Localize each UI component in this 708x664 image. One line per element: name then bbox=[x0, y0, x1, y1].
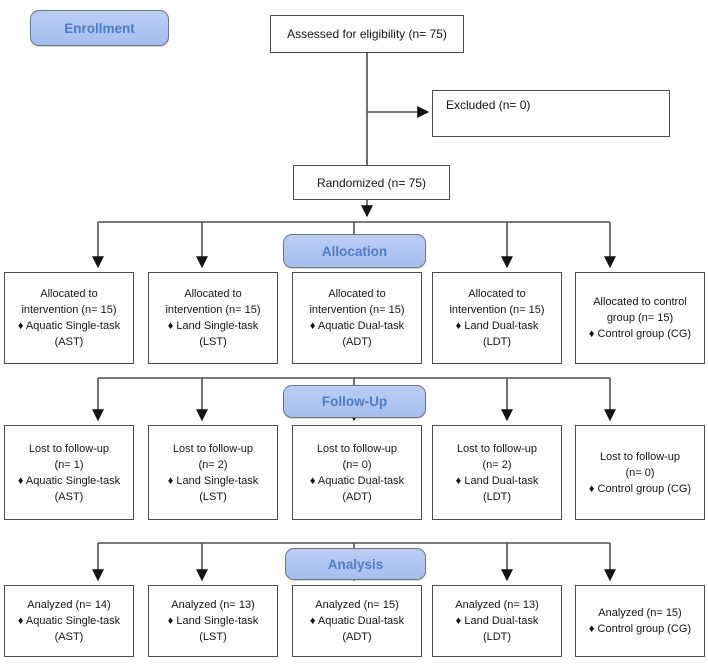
analysis-box-ldt: Analyzed (n= 13) ♦ Land Dual-task (LDT) bbox=[432, 585, 562, 657]
analysis-box-adt: Analyzed (n= 15) ♦ Aquatic Dual-task (AD… bbox=[292, 585, 422, 657]
stage-label-followup: Follow-Up bbox=[283, 385, 426, 418]
allocation-box-cg: Allocated to control group (n= 15) ♦ Con… bbox=[575, 272, 705, 364]
followup-box-adt: Lost to follow-up (n= 0) ♦ Aquatic Dual-… bbox=[292, 425, 422, 520]
excluded-box: Excluded (n= 0) bbox=[432, 90, 670, 137]
followup-box-ldt: Lost to follow-up (n= 2) ♦ Land Dual-tas… bbox=[432, 425, 562, 520]
followup-box-ast: Lost to follow-up (n= 1) ♦ Aquatic Singl… bbox=[4, 425, 134, 520]
allocation-box-ldt: Allocated to intervention (n= 15) ♦ Land… bbox=[432, 272, 562, 364]
analysis-box-cg: Analyzed (n= 15) ♦ Control group (CG) bbox=[575, 585, 705, 657]
allocation-box-lst: Allocated to intervention (n= 15) ♦ Land… bbox=[148, 272, 278, 364]
allocation-box-ast: Allocated to intervention (n= 15) ♦ Aqua… bbox=[4, 272, 134, 364]
analysis-box-ast: Analyzed (n= 14) ♦ Aquatic Single-task (… bbox=[4, 585, 134, 657]
assessed-eligibility-box: Assessed for eligibility (n= 75) bbox=[270, 15, 464, 53]
analysis-box-lst: Analyzed (n= 13) ♦ Land Single-task (LST… bbox=[148, 585, 278, 657]
stage-label-allocation: Allocation bbox=[283, 234, 426, 268]
followup-box-lst: Lost to follow-up (n= 2) ♦ Land Single-t… bbox=[148, 425, 278, 520]
stage-label-enrollment: Enrollment bbox=[30, 10, 169, 46]
allocation-box-adt: Allocated to intervention (n= 15) ♦ Aqua… bbox=[292, 272, 422, 364]
stage-label-analysis: Analysis bbox=[285, 548, 426, 580]
followup-box-cg: Lost to follow-up (n= 0) ♦ Control group… bbox=[575, 425, 705, 520]
randomized-box: Randomized (n= 75) bbox=[293, 165, 450, 200]
